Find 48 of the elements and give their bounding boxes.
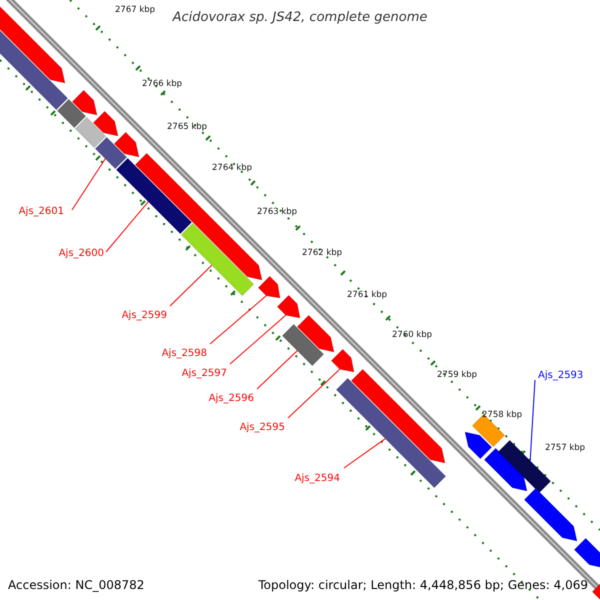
gene-block: [258, 276, 280, 298]
gene-block: [75, 117, 106, 148]
gene-label: Ajs_2593: [538, 370, 584, 382]
tick-label: 2764 kbp: [212, 162, 252, 174]
footer-text: Accession: NC_008782: [8, 578, 144, 592]
gene-block: [484, 448, 528, 492]
leader-line: [170, 264, 212, 306]
gene-block: [282, 324, 324, 366]
gene-label: Ajs_2596: [208, 393, 254, 405]
tick-label: 2766 kbp: [142, 78, 182, 90]
gene-block: [574, 538, 600, 568]
tick-label: 2760 kbp: [392, 329, 432, 341]
gene-label: Ajs_2601: [18, 206, 64, 218]
tick-label: 2763 kbp: [257, 206, 298, 218]
gene-block: [72, 90, 98, 116]
footer-text: Topology: circular; Length: 4,448,856 bp; Genes: 4,069: [258, 578, 588, 592]
gene-block: [524, 488, 578, 542]
gene-label: Ajs_2600: [58, 248, 104, 260]
gene-block: [57, 99, 86, 128]
leader-line: [530, 380, 536, 462]
gene-block: [277, 295, 300, 318]
gene-label: Ajs_2594: [294, 473, 340, 485]
gene-block: [181, 223, 254, 296]
gene-label: Ajs_2598: [162, 348, 207, 360]
gene-block: [331, 349, 354, 372]
tick-label: 2765 kbp: [167, 121, 208, 133]
gene-label: Ajs_2595: [240, 422, 285, 434]
leader-line: [210, 295, 267, 344]
leader-line: [256, 350, 298, 390]
tick-label: 2767 kbp: [115, 4, 156, 16]
tick-label: 2757 kbp: [545, 442, 586, 454]
leader-line: [106, 201, 149, 252]
gene-block: [297, 315, 334, 352]
tick-label: 2761 kbp: [347, 289, 388, 301]
tick-label: 2759 kbp: [437, 369, 478, 381]
gene-label: Ajs_2597: [182, 368, 227, 380]
gene-block: [116, 158, 192, 234]
leader-line: [344, 438, 386, 468]
leader-line: [72, 158, 106, 210]
tick-label: 2758 kbp: [482, 409, 522, 421]
gene-block: [464, 432, 492, 459]
diagram-title: Acidovorax sp. JS42, complete genome: [172, 10, 428, 26]
tick-label: 2762 kbp: [302, 247, 342, 259]
gene-block: [95, 137, 127, 169]
leader-line: [230, 314, 286, 364]
leader-line: [288, 368, 340, 418]
gene-block: [93, 111, 118, 136]
gene-label: Ajs_2599: [122, 310, 167, 322]
